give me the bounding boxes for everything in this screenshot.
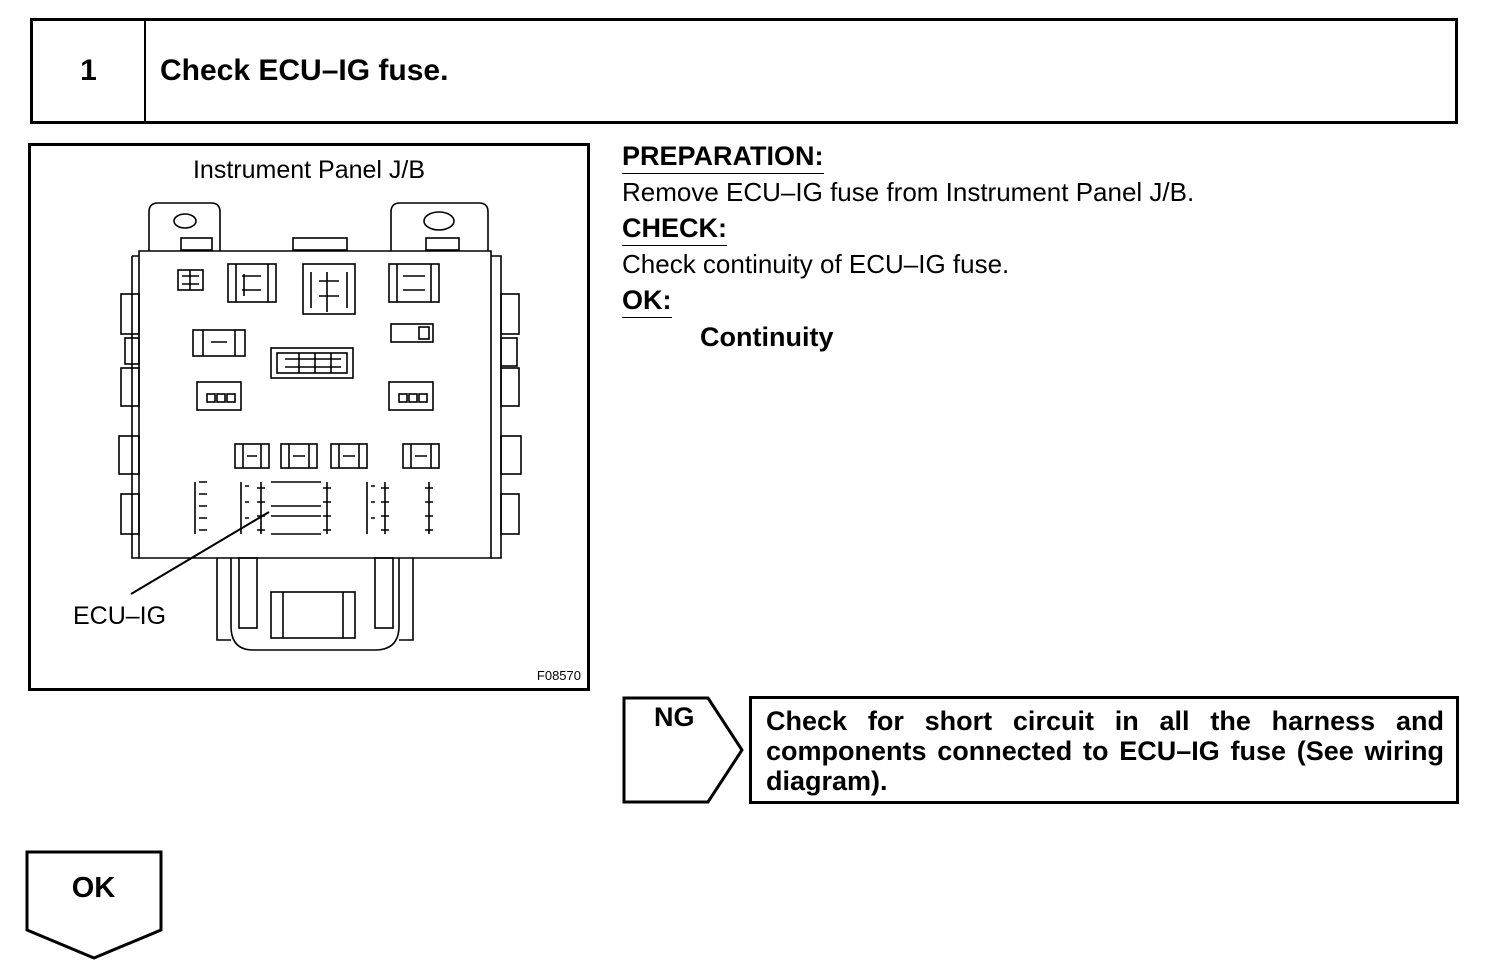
junction-block-housing bbox=[118, 250, 522, 651]
preparation-text: Remove ECU–IG fuse from Instrument Panel… bbox=[622, 177, 1195, 207]
step-number: 1 bbox=[33, 21, 146, 121]
figure-code: F08570 bbox=[536, 668, 581, 683]
mounting-tabs bbox=[148, 202, 489, 251]
fuse-grid bbox=[194, 481, 433, 535]
ecu-ig-callout: ECU–IG bbox=[73, 602, 167, 630]
ok-arrow-icon bbox=[25, 850, 163, 960]
instructions: PREPARATION: Remove ECU–IG fuse from Ins… bbox=[622, 140, 1482, 356]
fuse-row-small bbox=[234, 443, 440, 469]
callout-leader-line bbox=[130, 511, 270, 595]
check-heading: CHECK: bbox=[622, 212, 727, 246]
junction-block-figure: Instrument Panel J/B ECU–IG F08570 bbox=[28, 143, 590, 691]
ok-text: Continuity bbox=[700, 322, 834, 352]
ng-label: NG bbox=[654, 702, 695, 732]
ng-arrow-icon bbox=[622, 696, 744, 804]
preparation-heading: PREPARATION: bbox=[622, 140, 824, 174]
figure-title: Instrument Panel J/B bbox=[192, 156, 426, 184]
ok-heading: OK: bbox=[622, 284, 672, 318]
step-header: 1 Check ECU–IG fuse. bbox=[30, 18, 1458, 124]
relay-blocks bbox=[177, 263, 440, 411]
ok-label: OK bbox=[71, 872, 116, 904]
check-text: Check continuity of ECU–IG fuse. bbox=[622, 249, 1010, 279]
step-title: Check ECU–IG fuse. bbox=[160, 54, 449, 87]
junction-block-diagram bbox=[118, 202, 522, 651]
ng-action-box: Check for short circuit in all the harne… bbox=[749, 696, 1459, 804]
